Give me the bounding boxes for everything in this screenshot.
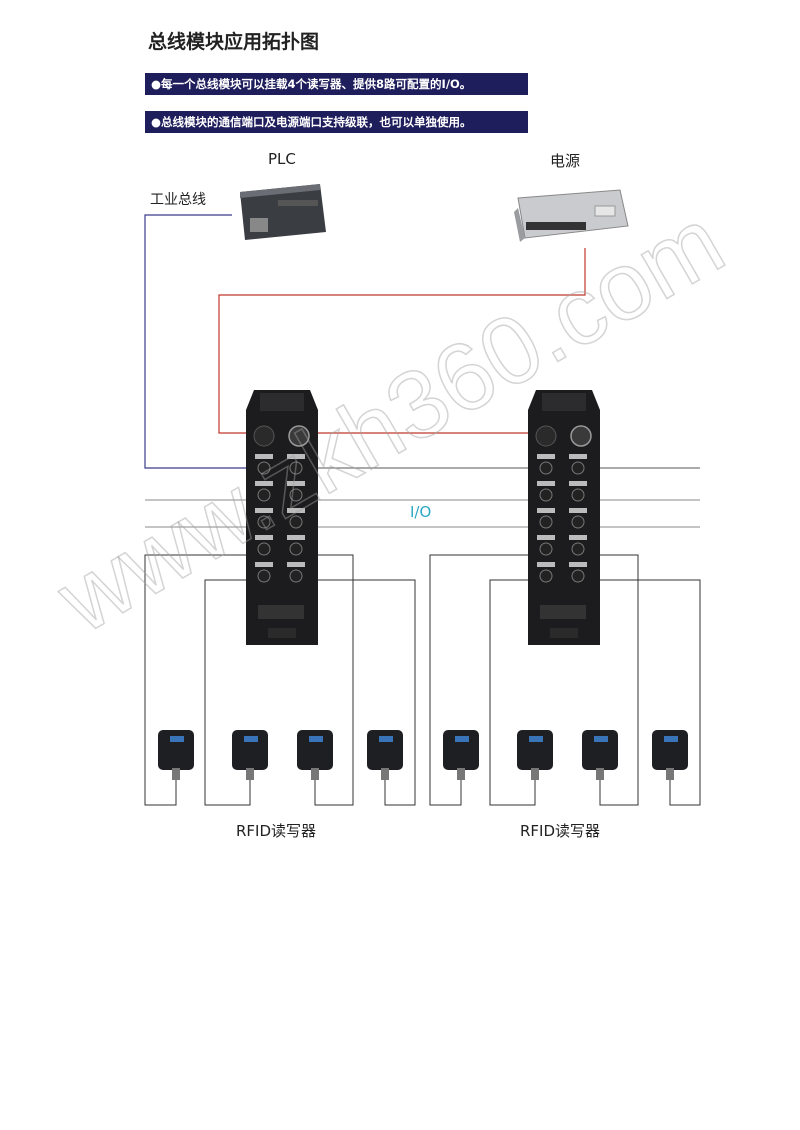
rfid-label-right: RFID读写器: [520, 822, 601, 840]
power-label: 电源: [550, 152, 581, 170]
rfid-reader-6: [517, 730, 553, 780]
rfid-label-left: RFID读写器: [236, 822, 317, 840]
plc-device: [240, 184, 326, 240]
reader-wiring: [144, 554, 701, 806]
io-label: I/O: [410, 503, 432, 521]
rfid-reader-1: [158, 730, 194, 780]
info-banner-1: ●每一个总线模块可以挂载4个读写器、提供8路可配置的I/O。: [145, 73, 528, 95]
plc-label: PLC: [268, 150, 296, 168]
rfid-reader-2: [232, 730, 268, 780]
power-supply-device: [514, 189, 629, 242]
fieldbus-label: 工业总线: [150, 192, 206, 208]
bus-module-1: [246, 390, 318, 645]
rfid-reader-3: [297, 730, 333, 780]
info-banner-2: ●总线模块的通信端口及电源端口支持级联，也可以单独使用。: [145, 111, 528, 133]
page-title: 总线模块应用拓扑图: [148, 31, 320, 53]
rfid-reader-8: [652, 730, 688, 780]
power-line: [218, 248, 586, 434]
rfid-reader-5: [443, 730, 479, 780]
io-lines: [145, 499, 700, 528]
bus-module-2: [528, 390, 600, 645]
fieldbus-line: [144, 214, 246, 469]
rfid-reader-7: [582, 730, 618, 780]
rfid-reader-4: [367, 730, 403, 780]
